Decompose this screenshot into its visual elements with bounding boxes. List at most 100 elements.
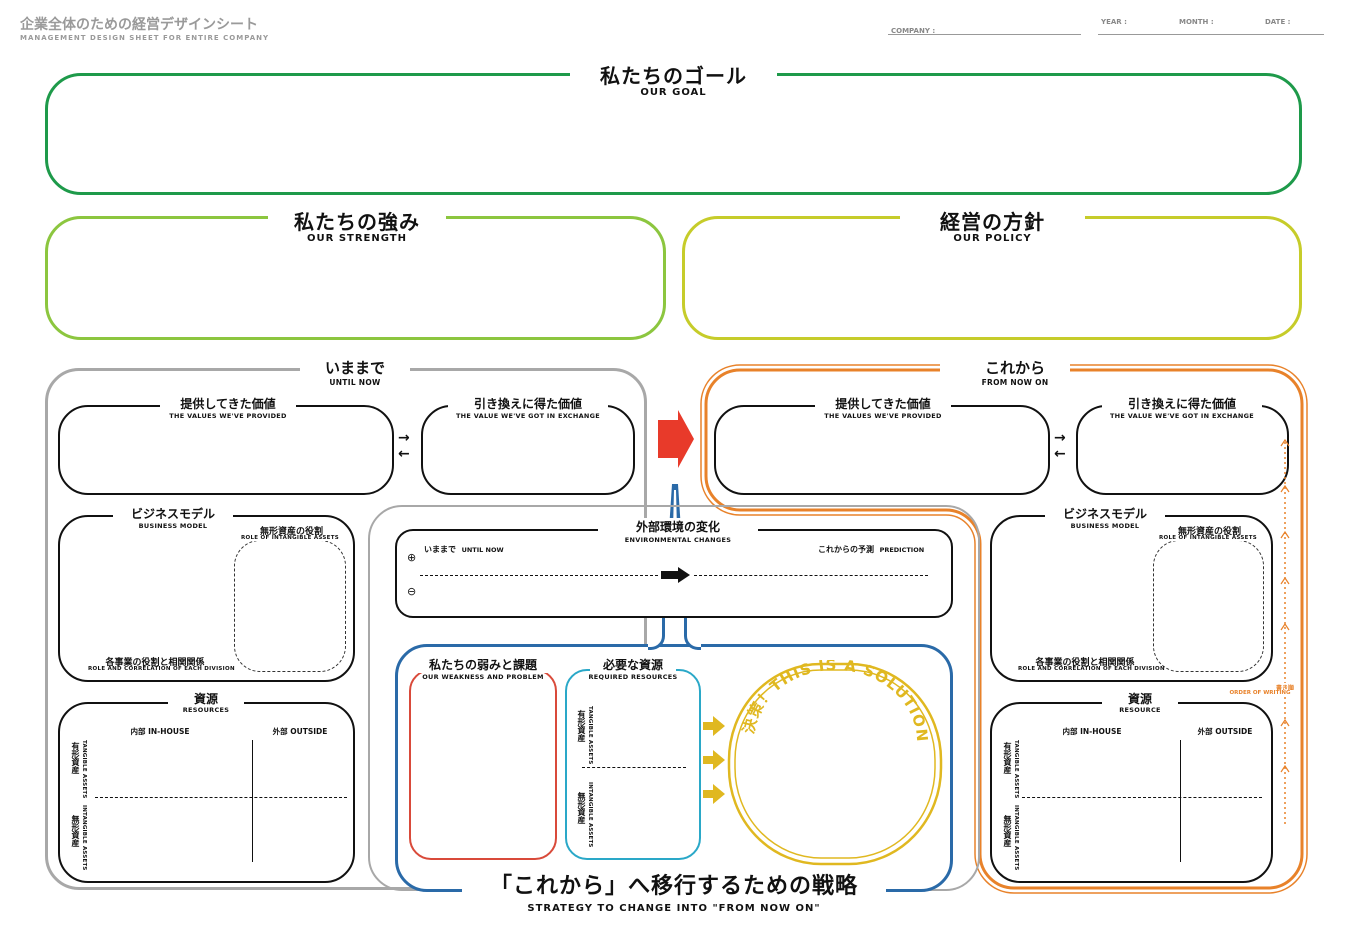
order-of-writing-arrow-icon (1280, 438, 1290, 826)
required-resources-en: REQUIRED RESOURCES (578, 673, 688, 681)
weakness-jp: 私たちの弱みと課題 (418, 656, 548, 673)
future-intangible-jp: 無形資産 (1003, 815, 1012, 847)
until-value-got-box[interactable] (421, 405, 635, 495)
until-values-provided-box[interactable] (58, 405, 394, 495)
until-intangible-role-jp: 無形資産の役割 (244, 524, 339, 537)
until-inhouse-label: 内部 IN-HOUSE (130, 727, 190, 736)
future-values-provided-jp: 提供してきた価値 (815, 395, 951, 412)
company-field[interactable]: COMPANY : (888, 18, 1081, 35)
policy-title-jp: 経営の方針 (900, 206, 1085, 235)
future-resources-hline (1022, 797, 1262, 798)
sheet-title: 企業全体のための経営デザインシート (20, 17, 258, 33)
env-prediction-label: これからの予測 PREDICTION (818, 537, 924, 556)
env-until-jp: いままで (424, 545, 456, 554)
future-resources-jp: 資源 (1102, 690, 1178, 707)
future-business-model-box[interactable] (990, 515, 1273, 682)
until-resources-jp: 資源 (168, 690, 244, 707)
env-changes-jp: 外部環境の変化 (598, 518, 758, 535)
env-timeline-left (420, 575, 658, 576)
future-values-provided-en: THE VALUES WE'VE PROVIDED (824, 412, 942, 420)
until-values-provided-en: THE VALUES WE'VE PROVIDED (169, 412, 287, 420)
until-resources-hline (95, 797, 347, 798)
from-now-on-frame (700, 364, 1308, 894)
until-exchange-arrows-icon: →← (398, 430, 410, 462)
future-resources-box[interactable] (990, 702, 1273, 883)
future-division-jp: 各事業の役割と相関関係 (1035, 658, 1135, 668)
future-resources-en: RESOURCE (1119, 706, 1161, 714)
env-pred-jp: これからの予測 (818, 545, 874, 554)
env-plus-icon: ⊕ (407, 551, 417, 564)
env-pred-en: PREDICTION (879, 546, 925, 554)
weakness-box[interactable] (409, 669, 557, 860)
future-tangible-en: TANGIBLE ASSETS (1013, 740, 1019, 799)
until-resources-vline (252, 740, 253, 862)
future-tangible-jp: 有形資産 (1003, 742, 1012, 774)
until-tangible-en: TANGIBLE ASSETS (81, 740, 87, 799)
env-timeline-arrow-icon (661, 567, 690, 583)
strength-box[interactable] (45, 216, 666, 340)
strength-title-en: OUR STRENGTH (307, 233, 407, 244)
date-label: DATE : (1265, 18, 1291, 26)
until-division-jp: 各事業の役割と相関関係 (105, 658, 205, 668)
strength-title-jp: 私たちの強み (268, 206, 446, 235)
until-division-en: ROLE AND CORRELATION OF EACH DIVISION (88, 666, 235, 672)
until-intangible-role-en: ROLE OF INTANGIBLE ASSETS (240, 535, 340, 541)
future-business-model-jp: ビジネスモデル (1045, 505, 1165, 522)
required-resources-divider (582, 767, 686, 768)
until-business-model-en: BUSINESS MODEL (138, 522, 208, 530)
future-outside-label: 外部 OUTSIDE (1197, 727, 1253, 736)
future-resources-vline (1180, 740, 1181, 862)
policy-title-en: OUR POLICY (953, 233, 1032, 244)
env-timeline-right (694, 575, 928, 576)
future-inhouse-label: 内部 IN-HOUSE (1062, 727, 1122, 736)
date-field[interactable]: YEAR : MONTH : DATE : (1098, 18, 1324, 35)
until-outside-label: 外部 OUTSIDE (272, 727, 328, 736)
future-intangible-role-en: ROLE OF INTANGIBLE ASSETS (1158, 535, 1258, 541)
order-chevrons (1280, 438, 1290, 773)
until-business-model-box[interactable] (58, 515, 355, 682)
goal-title-jp: 私たちのゴール (570, 60, 777, 89)
future-exchange-arrows-icon: →← (1054, 430, 1066, 462)
strategy-connector-right (684, 615, 701, 650)
order-of-writing-jp: 書き順 (1270, 683, 1300, 692)
future-intangible-role-jp: 無形資産の役割 (1162, 524, 1257, 537)
from-now-on-title-jp: これから (984, 359, 1045, 377)
strategy-connector-left (648, 615, 665, 650)
env-until-now-label: いままで UNTIL NOW (424, 537, 504, 556)
until-now-title-en: UNTIL NOW (329, 378, 381, 387)
until-value-got-en: THE VALUE WE'VE GOT IN EXCHANGE (455, 412, 601, 420)
future-intangible-role-box[interactable] (1153, 540, 1264, 672)
strategy-title-jp: 「これから」へ移行するための戦略 (462, 868, 886, 900)
year-label: YEAR : (1101, 18, 1127, 26)
env-until-en: UNTIL NOW (461, 546, 504, 554)
env-minus-icon: ⊖ (407, 585, 417, 598)
weakness-en: OUR WEAKNESS AND PROBLEM (422, 673, 544, 681)
until-now-title-jp: いままで (300, 357, 410, 378)
future-values-provided-box[interactable] (714, 405, 1050, 495)
solution-arrows-icon (703, 716, 725, 804)
sheet-title-en: MANAGEMENT DESIGN SHEET FOR ENTIRE COMPA… (20, 34, 270, 42)
future-division-en: ROLE AND CORRELATION OF EACH DIVISION (1018, 666, 1165, 672)
until-value-got-jp: 引き換えに得た価値 (448, 395, 608, 412)
required-intangible-en: INTANGIBLE ASSETS (587, 782, 593, 848)
goal-title-en: OUR GOAL (640, 87, 707, 98)
until-intangible-jp: 無形資産 (71, 815, 80, 847)
required-intangible-jp: 無形資産 (577, 792, 586, 824)
solution-box[interactable]: 解決策！THIS IS A SOLUTION! (725, 660, 945, 868)
until-business-model-jp: ビジネスモデル (113, 505, 233, 522)
until-resources-box[interactable] (58, 702, 355, 883)
strategy-title-en: STRATEGY TO CHANGE INTO "FROM NOW ON" (527, 903, 821, 914)
order-of-writing-en: ORDER OF WRITING (1222, 690, 1298, 696)
month-label: MONTH : (1179, 18, 1214, 26)
future-value-got-jp: 引き換えに得た価値 (1102, 395, 1262, 412)
future-business-model-en: BUSINESS MODEL (1070, 522, 1140, 530)
required-tangible-en: TANGIBLE ASSETS (587, 706, 593, 765)
until-intangible-en: INTANGIBLE ASSETS (81, 805, 87, 871)
until-values-provided-jp: 提供してきた価値 (160, 395, 296, 412)
env-changes-en: ENVIRONMENTAL CHANGES (624, 536, 732, 544)
future-intangible-en: INTANGIBLE ASSETS (1013, 805, 1019, 871)
until-intangible-role-box[interactable] (234, 540, 346, 672)
required-resources-box[interactable] (565, 669, 701, 860)
from-now-on-title-en: FROM NOW ON (981, 378, 1049, 387)
future-value-got-en: THE VALUE WE'VE GOT IN EXCHANGE (1109, 412, 1255, 420)
